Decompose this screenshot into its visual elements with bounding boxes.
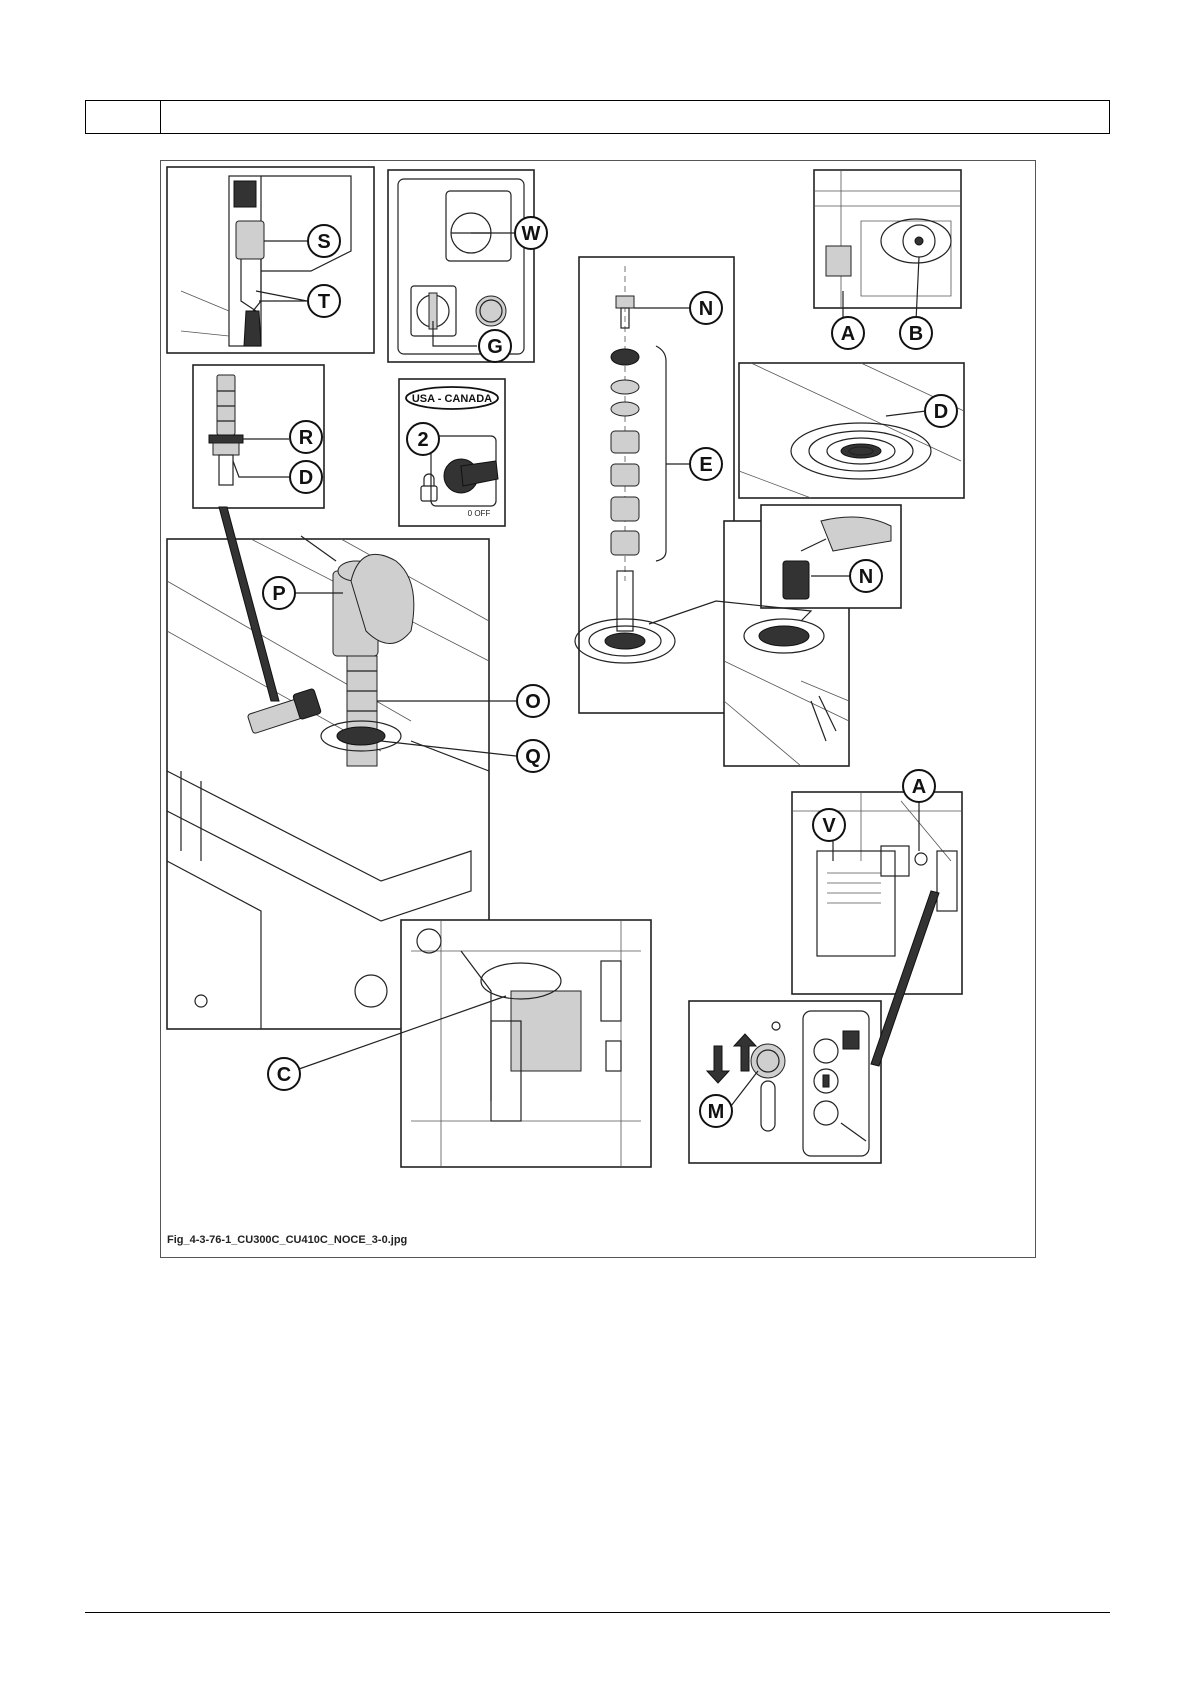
callout-V: V xyxy=(813,809,845,841)
svg-text:B: B xyxy=(909,323,923,345)
panel-wrench-detail xyxy=(761,505,901,608)
panel-main-switch xyxy=(388,170,534,362)
callout-R: R xyxy=(290,421,322,453)
svg-text:G: G xyxy=(487,336,503,358)
callout-A-top: A xyxy=(832,317,864,349)
callout-N-wrench: N xyxy=(850,560,882,592)
figure-caption: Fig_4-3-76-1_CU300C_CU410C_NOCE_3-0.jpg xyxy=(167,1234,407,1246)
technical-figure: .panel { fill:#fff; stroke:#222; stroke-… xyxy=(160,160,1036,1258)
panel-control-buttons xyxy=(689,1001,881,1163)
svg-text:D: D xyxy=(934,401,948,423)
panel-plug xyxy=(167,167,374,353)
section-header-table xyxy=(85,100,1110,134)
callout-G: G xyxy=(479,330,511,362)
callout-A-bottom: A xyxy=(903,770,935,802)
callout-Q: Q xyxy=(517,740,549,772)
callout-W: W xyxy=(515,217,547,249)
svg-text:R: R xyxy=(299,427,314,449)
svg-text:P: P xyxy=(272,583,285,605)
svg-text:N: N xyxy=(859,566,873,588)
footer-rule xyxy=(85,1612,1110,1613)
svg-text:T: T xyxy=(318,291,330,313)
svg-text:A: A xyxy=(912,776,926,798)
svg-text:2: 2 xyxy=(417,429,428,451)
svg-text:S: S xyxy=(317,231,330,253)
panel-motor xyxy=(401,920,651,1167)
callout-2: 2 xyxy=(407,423,439,455)
callout-S: S xyxy=(308,225,340,257)
callout-D-left: D xyxy=(290,461,322,493)
callout-C: C xyxy=(268,1058,300,1090)
svg-text:D: D xyxy=(299,467,313,489)
callout-N-top: N xyxy=(690,292,722,324)
svg-text:E: E xyxy=(699,454,712,476)
callout-B: B xyxy=(900,317,932,349)
callout-E: E xyxy=(690,448,722,480)
off-label: 0 OFF xyxy=(468,509,491,518)
svg-text:N: N xyxy=(699,298,713,320)
svg-text:W: W xyxy=(522,223,541,245)
panel-exploded-spindle xyxy=(575,257,734,713)
figure-drawing: .panel { fill:#fff; stroke:#222; stroke-… xyxy=(161,161,1034,1256)
callout-O: O xyxy=(517,685,549,717)
svg-text:Q: Q xyxy=(525,746,541,768)
svg-text:USA - CANADA: USA - CANADA xyxy=(412,393,492,405)
callout-D-right: D xyxy=(925,395,957,427)
callout-T: T xyxy=(308,285,340,317)
svg-text:V: V xyxy=(822,815,836,837)
svg-text:A: A xyxy=(841,323,855,345)
svg-text:O: O xyxy=(525,691,541,713)
panel-table-top-view xyxy=(814,170,961,308)
section-title-cell xyxy=(161,101,1109,133)
callout-M: M xyxy=(700,1095,732,1127)
svg-text:M: M xyxy=(708,1101,725,1123)
svg-text:C: C xyxy=(277,1064,291,1086)
callout-P: P xyxy=(263,577,295,609)
section-number-cell xyxy=(86,101,161,133)
usa-canada-label: USA - CANADA xyxy=(406,387,498,409)
panel-table-d xyxy=(739,363,964,498)
